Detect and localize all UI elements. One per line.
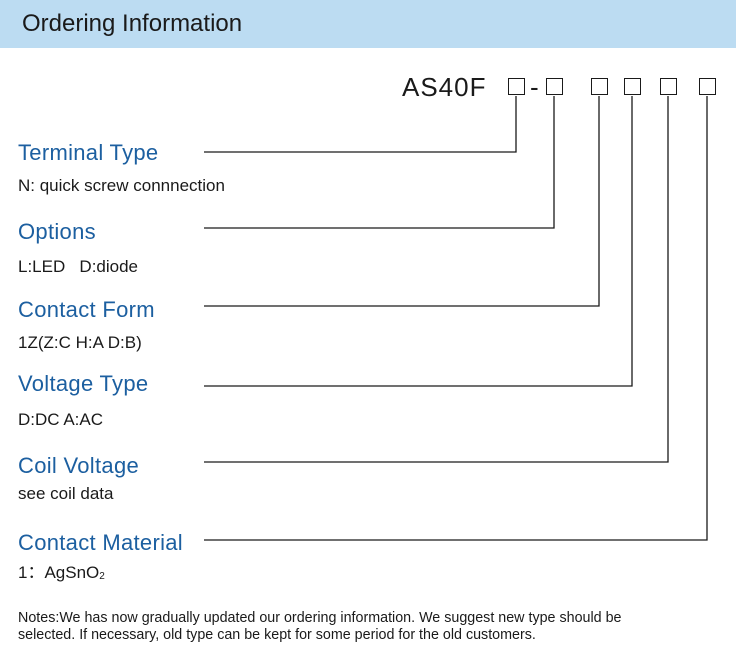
code-box-contact-form (591, 78, 608, 95)
code-box-terminal-type (508, 78, 525, 95)
code-box-coil-voltage (660, 78, 677, 95)
notes-line-2: selected. If necessary, old type can be … (18, 627, 536, 643)
contact-form-desc: 1Z(Z:C H:A D:B) (18, 333, 142, 352)
leader-line-contact-form (204, 96, 600, 307)
code-box-voltage-type (624, 78, 641, 95)
leader-line-options (204, 96, 555, 229)
options-title: Options (18, 219, 96, 244)
contact-material-desc-subscript: 2 (99, 571, 105, 582)
terminal-type-desc: N: quick screw connnection (18, 176, 225, 195)
leader-line-terminal-type (204, 96, 517, 153)
leader-line-coil-voltage (204, 96, 669, 463)
leader-line-voltage-type (204, 96, 633, 387)
options-desc: L:LED D:diode (18, 257, 139, 276)
terminal-type-title: Terminal Type (18, 140, 159, 165)
section-header: Ordering Information (0, 0, 736, 48)
voltage-type-title: Voltage Type (18, 371, 149, 396)
contact-material-desc: 1：AgSnO2 (18, 562, 105, 588)
model-code-dash: - (530, 72, 539, 102)
section-title: Ordering Information (22, 10, 243, 37)
notes-line-1: Notes:We has now gradually updated our o… (18, 610, 622, 626)
voltage-type-desc: D:DC A:AC (18, 410, 104, 429)
notes: Notes:We has now gradually updated our o… (18, 610, 734, 644)
contact-form-title: Contact Form (18, 297, 155, 322)
contact-material-title: Contact Material (18, 530, 183, 555)
code-box-contact-material (699, 78, 716, 95)
contact-material-desc-main: 1：AgSnO (18, 563, 100, 582)
coil-voltage-title: Coil Voltage (18, 453, 140, 478)
leader-line-contact-material (204, 96, 708, 541)
code-box-options (546, 78, 563, 95)
coil-voltage-desc: see coil data (18, 484, 114, 503)
model-code-prefix: AS40F (402, 72, 487, 102)
